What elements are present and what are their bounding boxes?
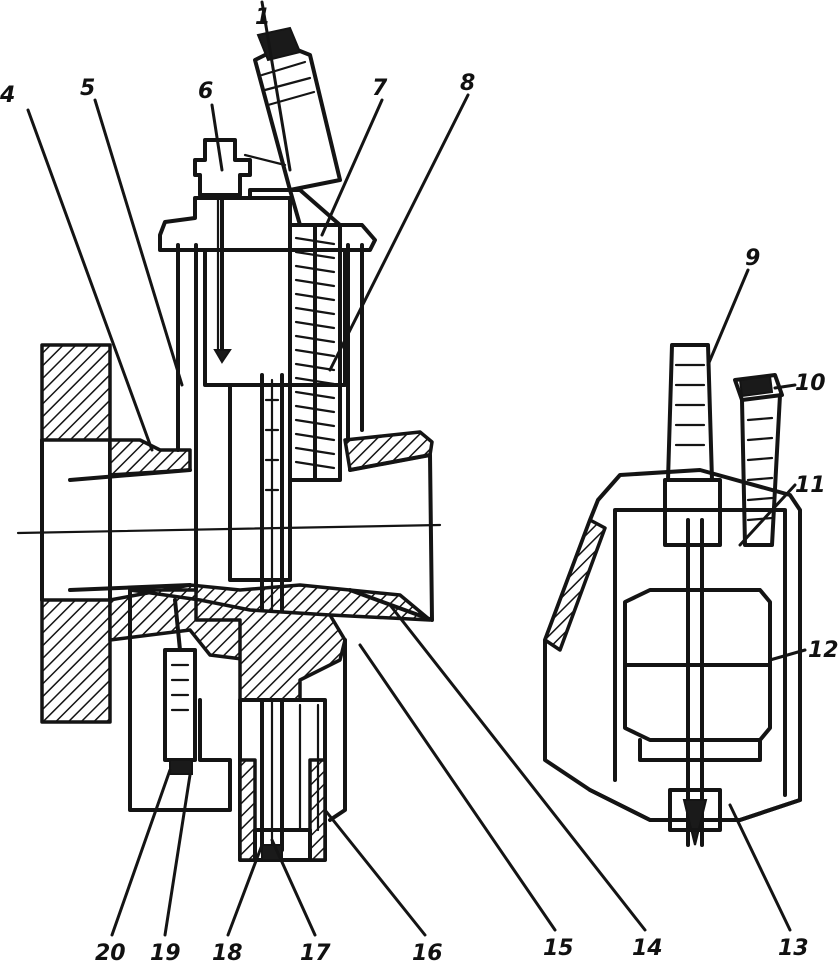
label-19: 19	[150, 941, 181, 966]
label-5: 5	[80, 76, 95, 101]
float	[623, 588, 772, 762]
leader-lines	[26, 0, 807, 937]
label-15: 15	[543, 936, 574, 961]
leader-5	[93, 98, 184, 387]
leader-6	[210, 103, 224, 172]
label-10: 10	[795, 371, 826, 396]
label-7: 7	[372, 76, 388, 101]
leader-14	[388, 603, 647, 932]
leader-16	[323, 808, 427, 937]
label-18: 18	[212, 941, 243, 966]
label-1: 1	[255, 5, 270, 30]
leader-15	[358, 643, 557, 932]
idle-adjust-screw	[193, 138, 252, 364]
label-14: 14	[632, 936, 663, 961]
label-4: 4	[0, 83, 15, 108]
leader-1	[260, 0, 292, 172]
leader-11	[738, 483, 797, 547]
leader-10	[773, 383, 797, 390]
leader-18	[226, 843, 264, 937]
pilot-jet	[163, 598, 197, 775]
part-labels: 1 4 5 6 7 8 9 10 11 12 13 14 15 16 17 18…	[0, 5, 838, 966]
float-bowl-left-wall	[543, 518, 607, 652]
tickler-button	[733, 373, 784, 547]
leader-9	[706, 268, 750, 367]
label-13: 13	[778, 936, 809, 961]
inlet-flange	[40, 343, 112, 442]
label-8: 8	[460, 71, 475, 96]
leader-20	[110, 768, 172, 937]
label-6: 6	[198, 79, 213, 104]
label-20: 20	[95, 941, 126, 966]
mixing-chamber-left-wall	[176, 243, 198, 592]
lower-body-block	[128, 588, 347, 702]
leader-8	[328, 93, 470, 372]
leader-7	[320, 98, 384, 237]
label-16: 16	[412, 941, 443, 966]
outlet-bell-upper	[343, 430, 434, 472]
return-spring	[288, 223, 342, 482]
inlet-flange-lower	[40, 598, 112, 724]
leader-12	[768, 648, 807, 662]
main-jet-assembly	[238, 698, 327, 862]
leader-4	[26, 108, 154, 452]
carburetor-body	[16, 26, 442, 862]
leader-17	[270, 838, 317, 937]
label-17: 17	[300, 941, 331, 966]
cable-adjuster	[243, 26, 342, 227]
leader-13	[728, 803, 792, 932]
mixing-chamber-right-wall	[346, 243, 364, 442]
label-12: 12	[808, 638, 838, 663]
lower-housing	[128, 588, 347, 822]
label-9: 9	[745, 246, 760, 271]
float-chamber	[543, 343, 802, 847]
leader-19	[163, 773, 192, 937]
float-needle	[668, 518, 722, 847]
fuel-inlet-nipple	[663, 343, 722, 547]
label-11: 11	[795, 473, 826, 498]
